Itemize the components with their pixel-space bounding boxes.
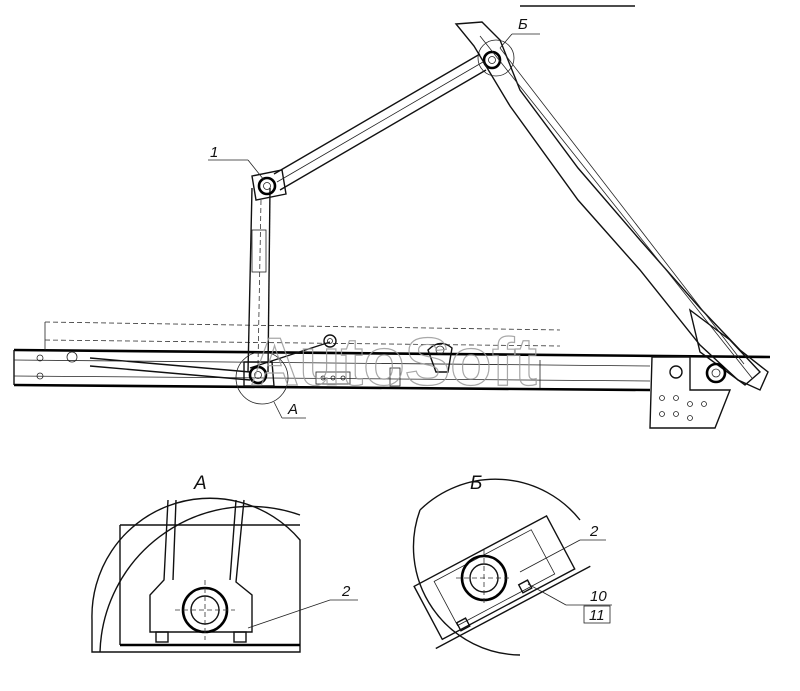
view-b-marker-circle — [477, 39, 515, 77]
boom-pivot-pin-inner — [711, 368, 721, 378]
part-1-label: 1 — [210, 144, 218, 161]
boom-end-housing — [688, 308, 762, 386]
arm-edge-top — [273, 53, 481, 175]
part-10-label: 10 — [590, 588, 607, 605]
plate-bolt — [669, 365, 683, 379]
detail-a-bushing-outer — [181, 586, 229, 634]
cylinder-pin — [323, 334, 337, 348]
leader-line — [519, 539, 581, 573]
view-a-marker-circle — [235, 351, 289, 405]
boom-inner-line — [479, 35, 753, 379]
detail-view-b: Б 2 10 11 — [412, 473, 612, 656]
detail-a-arc — [99, 505, 301, 653]
main-assembly-view: 1 Б А AutoSoft — [13, 5, 771, 429]
rivet-hole — [659, 411, 665, 417]
rivet-hole — [687, 415, 693, 421]
rivet-hole — [659, 395, 665, 401]
rear-support-plate — [649, 356, 732, 429]
detail-a-boundary — [91, 497, 301, 653]
leader-line — [273, 401, 283, 419]
rivet-hole — [673, 411, 679, 417]
part-11-label: 11 — [589, 607, 605, 624]
detail-a-bolt-right — [233, 631, 247, 643]
mast-right-edge — [267, 187, 271, 373]
rivet-hole — [701, 401, 707, 407]
boom-inner-line-2 — [499, 47, 745, 365]
rivet-hole — [673, 395, 679, 401]
callout-part-1: 1 — [208, 144, 265, 181]
rivet-hole — [687, 401, 693, 407]
pin-b — [477, 39, 515, 77]
rivet-hole — [320, 375, 326, 381]
detail-b-base-line — [435, 565, 591, 650]
cylinder-body-top — [89, 357, 251, 373]
detail-b-bolt — [455, 617, 471, 632]
leader-line — [247, 599, 331, 629]
lift-cylinder — [89, 334, 337, 381]
detail-b-title: Б — [470, 473, 482, 494]
upper-arm — [273, 53, 487, 191]
detail-a-mast — [149, 499, 253, 633]
mast-bottom-pin-inner — [254, 371, 262, 379]
boom-pivot-pin — [705, 362, 727, 384]
rivet-hole — [330, 375, 336, 381]
part-11-box — [583, 605, 611, 624]
cylinder-pin-inner — [327, 338, 333, 344]
boom-outline — [454, 21, 769, 391]
rivet-hole — [36, 354, 44, 362]
leader-line — [247, 159, 265, 181]
lever — [427, 342, 453, 373]
frame-rail-top — [13, 348, 771, 359]
frame-bracket — [389, 367, 401, 387]
detail-a-title: А — [193, 473, 207, 494]
bed-dashed-bottom — [44, 339, 561, 347]
view-b-label: Б — [518, 16, 528, 33]
pin-b-outer — [482, 50, 502, 70]
watermark: AutoSoft — [250, 324, 537, 400]
lever-pivot — [435, 345, 445, 355]
detail-a-mast-inner — [172, 499, 177, 581]
lever-body — [427, 342, 453, 373]
support-plate-outline — [649, 356, 732, 429]
bed-dashed-top — [44, 321, 561, 331]
vertical-mast — [243, 169, 287, 387]
mast-plate — [251, 229, 267, 273]
view-a-label: А — [287, 401, 298, 418]
mast-bottom-bracket — [243, 361, 275, 387]
frame-rail-bottom — [13, 383, 651, 392]
mast-centerline — [257, 199, 262, 366]
detail-b-arc-top — [419, 478, 581, 521]
pin-b-inner — [488, 56, 496, 64]
mast-top-pin-inner — [263, 182, 271, 190]
leader-line — [527, 583, 567, 606]
detail-view-a: А 2 — [91, 473, 358, 653]
mast-top-pin — [257, 176, 277, 196]
frame-slot — [315, 371, 351, 385]
arm-edge-bottom — [279, 69, 487, 191]
detail-a-mast-inner-2 — [229, 499, 237, 581]
bolt-hole — [66, 351, 78, 363]
callout-view-a: А — [273, 401, 306, 419]
part-2-label-b: 2 — [589, 523, 599, 540]
rivet-hole — [340, 375, 346, 381]
arm-centerline — [276, 61, 484, 183]
leader-line — [499, 33, 513, 49]
mast-top-bracket — [251, 169, 287, 201]
detail-b-plate — [413, 515, 576, 641]
part-2-label-a: 2 — [341, 583, 351, 600]
detail-b-arc-left — [412, 509, 521, 656]
mast-left-edge — [247, 187, 253, 373]
cylinder-body-bottom — [89, 365, 251, 381]
detail-b-bolt — [517, 579, 533, 594]
chassis-frame — [13, 321, 771, 392]
rivet-hole — [36, 372, 44, 380]
callout-view-b: Б — [499, 16, 540, 49]
cylinder-rod — [249, 341, 331, 369]
frame-rail-inner-2 — [13, 375, 651, 382]
detail-a-bolt-left — [155, 631, 169, 643]
boom — [454, 21, 769, 391]
mast-bottom-pin — [248, 365, 268, 385]
